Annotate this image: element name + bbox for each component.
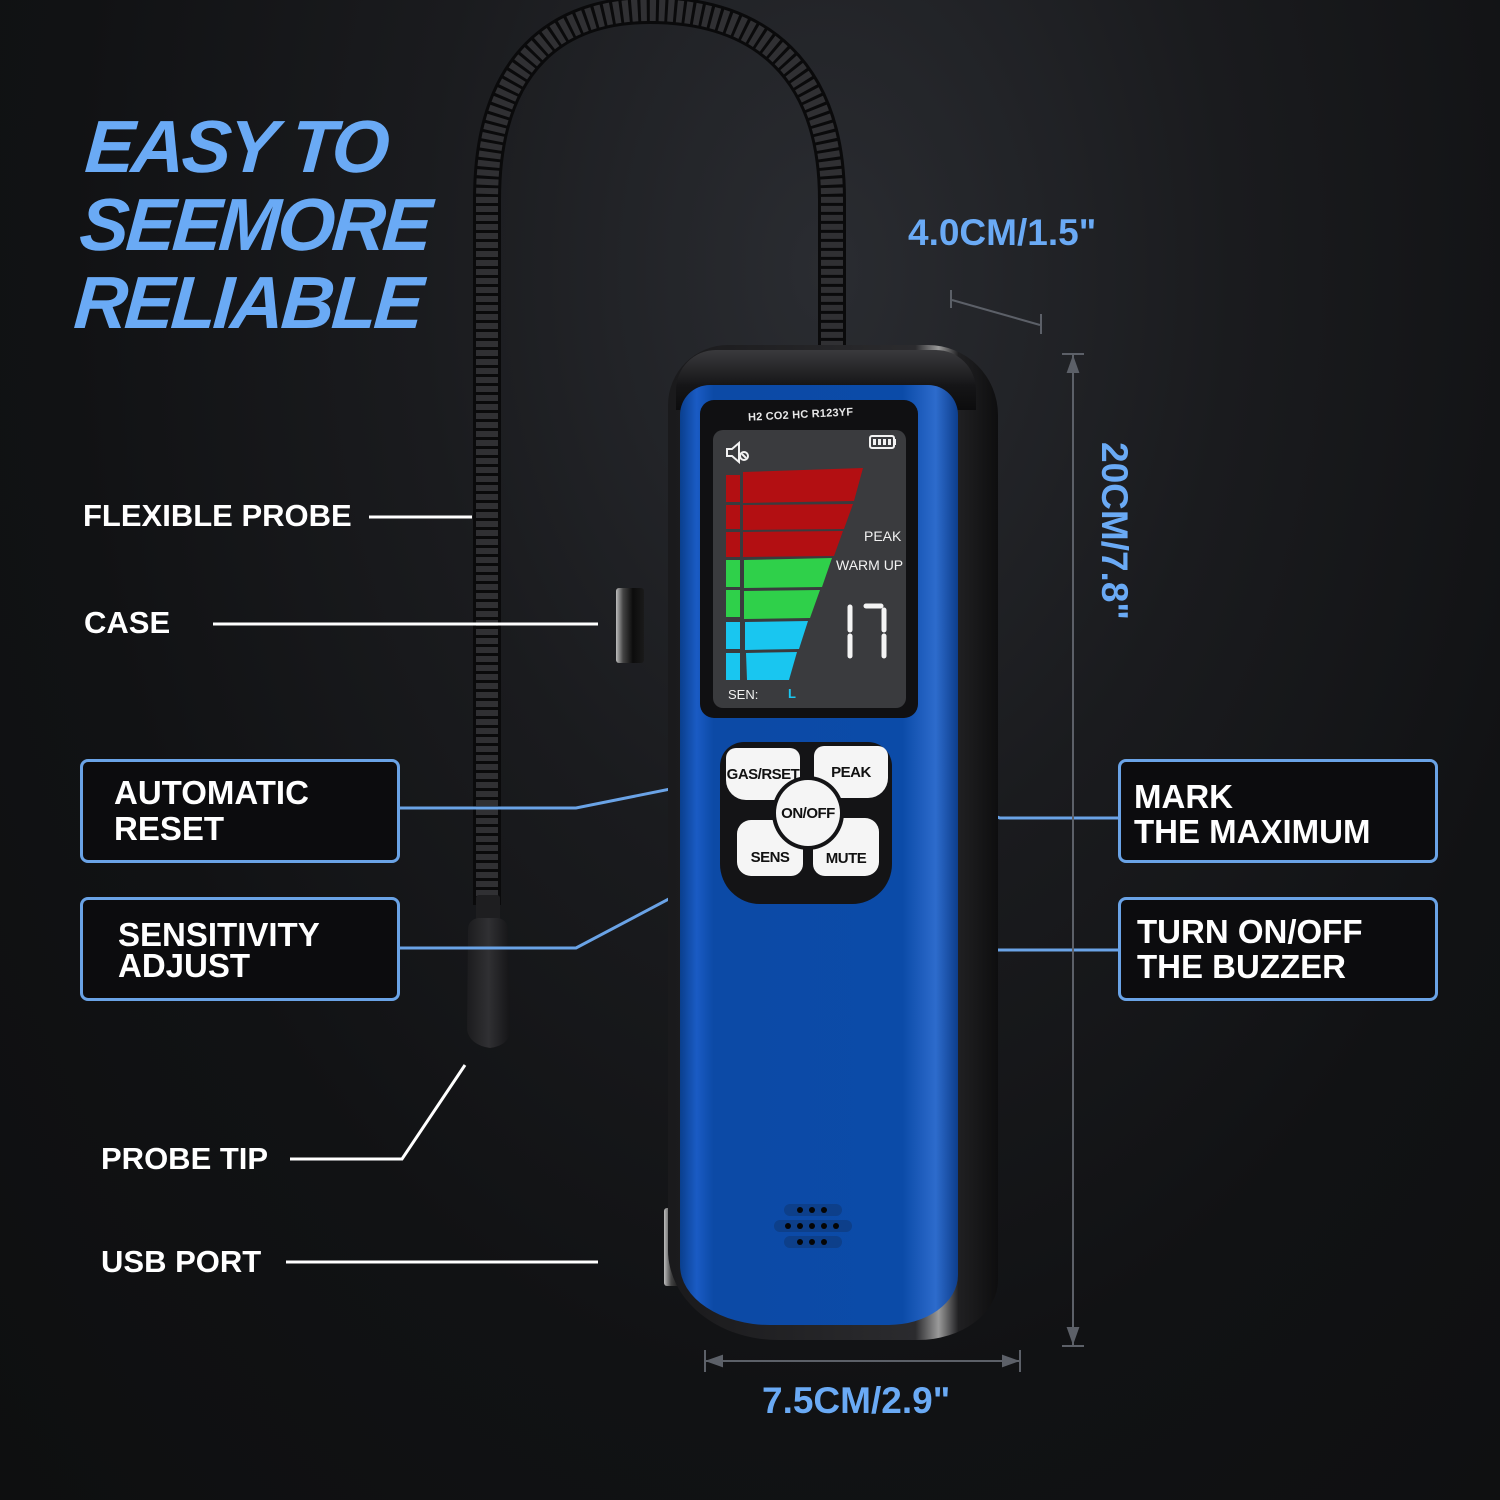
speaker-grille-icon — [774, 1204, 852, 1248]
buzzer-callout: TURN ON/OFF THE BUZZER — [1118, 897, 1438, 1001]
speaker-muted-icon — [726, 440, 749, 465]
sensitivity-label: SEN: — [728, 687, 759, 702]
automatic-reset-line-2: RESET — [114, 810, 225, 847]
automatic-reset-line-1: AUTOMATIC — [114, 774, 309, 811]
probe-tip-leader — [290, 1064, 467, 1161]
sensitivity-adjust-line-1: SENSITIVITY — [118, 916, 320, 953]
mark-maximum-callout: MARK THE MAXIMUM — [1118, 759, 1438, 863]
signal-bar-graph — [726, 468, 863, 680]
usb-port-label: USB PORT — [101, 1244, 262, 1279]
sensitivity-adjust-line-2: ADJUST — [118, 947, 251, 984]
case-clip — [616, 588, 644, 663]
case-label: CASE — [84, 605, 171, 640]
depth-dimension-label: 4.0CM/1.5" — [908, 212, 1097, 253]
depth-dimension-arrow — [950, 290, 1042, 334]
width-dimension-arrow — [704, 1350, 1021, 1372]
warm-up-indicator: WARM UP — [836, 557, 904, 573]
mark-maximum-line-1: MARK — [1134, 778, 1233, 815]
width-dimension-label: 7.5CM/2.9" — [762, 1380, 951, 1421]
battery-full-icon — [869, 435, 896, 449]
on-off-button[interactable]: ON/OFF — [772, 776, 844, 850]
flexible-probe — [473, 0, 846, 905]
automatic-reset-callout: AUTOMATIC RESET — [80, 759, 400, 863]
mark-maximum-line-2: THE MAXIMUM — [1134, 813, 1371, 850]
peak-indicator: PEAK — [864, 528, 902, 544]
sensitivity-adjust-callout: SENSITIVITY ADJUST — [80, 897, 400, 1001]
reading-display — [847, 603, 887, 659]
buzzer-line-1: TURN ON/OFF — [1137, 913, 1363, 950]
probe-tip — [467, 895, 510, 1048]
probe-tip-label: PROBE TIP — [101, 1141, 269, 1176]
sensitivity-value: L — [788, 686, 796, 701]
height-dimension-arrow — [1062, 353, 1084, 1347]
flexible-probe-label: FLEXIBLE PROBE — [83, 498, 352, 533]
buzzer-line-2: THE BUZZER — [1137, 948, 1346, 985]
